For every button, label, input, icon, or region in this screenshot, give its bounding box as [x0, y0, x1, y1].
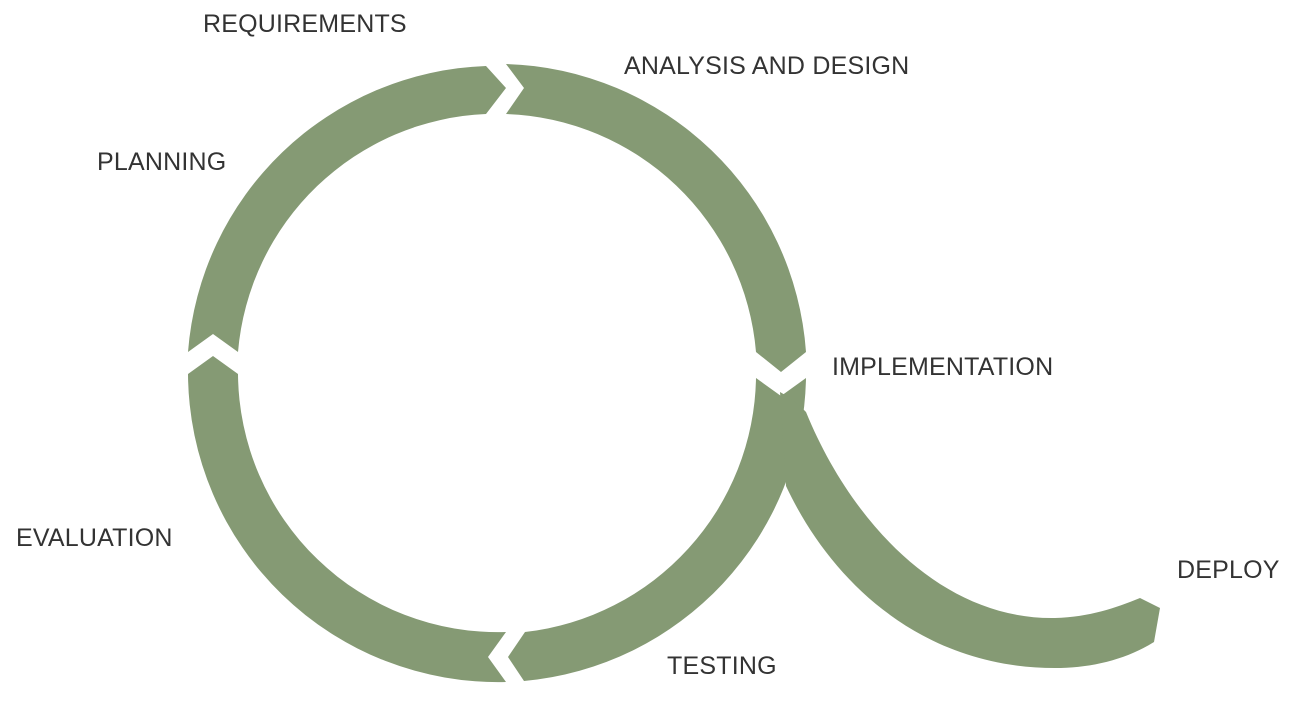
- segment-deploy: [780, 392, 1160, 668]
- label-requirements: REQUIREMENTS: [203, 10, 407, 38]
- label-implementation: IMPLEMENTATION: [832, 353, 1053, 381]
- segment-implementation-testing: [508, 378, 806, 681]
- segment-testing-evaluation: [188, 356, 506, 683]
- label-testing: TESTING: [667, 652, 777, 680]
- label-analysis-design: ANALYSIS AND DESIGN: [624, 52, 909, 80]
- segment-analysis-design: [506, 64, 806, 372]
- segment-planning: [188, 66, 506, 352]
- label-evaluation: EVALUATION: [16, 524, 173, 552]
- label-planning: PLANNING: [97, 148, 226, 176]
- label-deploy: DEPLOY: [1177, 556, 1280, 584]
